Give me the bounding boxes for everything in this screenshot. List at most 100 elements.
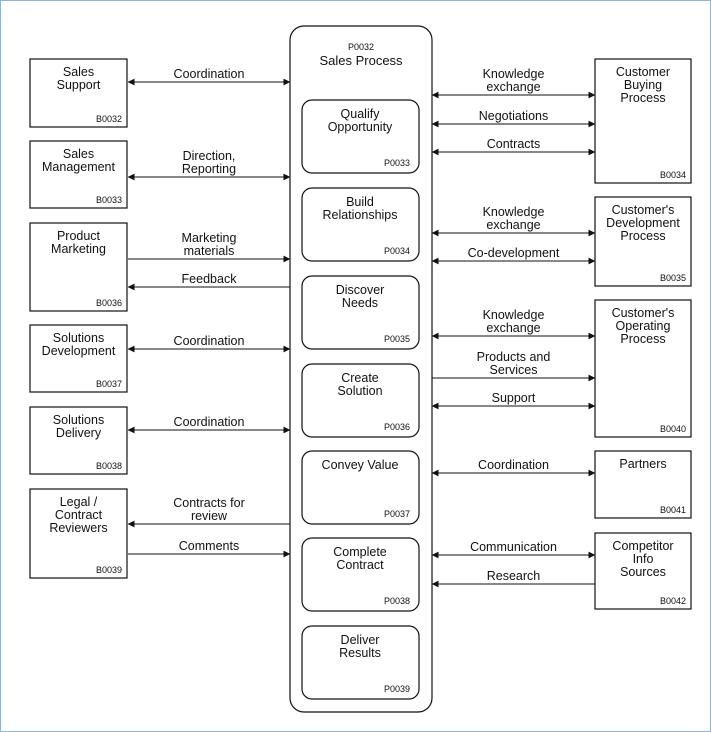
- right-flow-knowledge-exchange-label-line: exchange: [486, 321, 540, 335]
- right-entity-customer-s-operating-process-box: [594, 299, 692, 438]
- subprocess-discover-needs-label-line: Needs: [342, 296, 378, 310]
- left-entity-sales-support-label-line: Sales: [63, 65, 94, 79]
- right-entity-customer-buying-process-box: [594, 58, 692, 184]
- subprocess-deliver-results-code: P0039: [384, 684, 410, 694]
- subprocess-discover-needs-label-line: Discover: [336, 283, 385, 297]
- right-flow-negotiations: Negotiations: [431, 109, 596, 128]
- right-flow-research: Research: [431, 569, 595, 588]
- right-flow-knowledge-exchange-label-line: Knowledge: [483, 205, 545, 219]
- right-entity-customer-s-development-process-label-line: Process: [620, 229, 665, 243]
- right-flow-co-development: Co-development: [431, 246, 596, 265]
- left-flow-direction-reporting-label-line: Direction,: [183, 149, 236, 163]
- left-entity-sales-management-box: [29, 140, 128, 209]
- right-entity-competitor-info-sources-label-line: Competitor: [612, 539, 673, 553]
- left-entity-solutions-development-label-line: Development: [42, 344, 116, 358]
- subprocess-qualify-opportunity-label-line: Opportunity: [328, 120, 393, 134]
- flow-group: CoordinationDirection,ReportingMarketing…: [127, 67, 596, 588]
- right-entity-competitor-info-sources-label-line: Info: [633, 552, 654, 566]
- left-entity-sales-management-label-line: Sales: [63, 147, 94, 161]
- left-entity-sales-support-code: B0032: [96, 114, 122, 124]
- left-entity-product-marketing-label-line: Marketing: [51, 242, 106, 256]
- subprocess-discover-needs-code: P0035: [384, 334, 410, 344]
- subprocess-qualify-opportunity-label-line: Qualify: [341, 107, 381, 121]
- right-entity-competitor-info-sources-box: [594, 532, 692, 610]
- sales-process-code: P0032: [348, 42, 374, 52]
- subprocess-group: QualifyOpportunityP0033BuildRelationship…: [301, 99, 420, 700]
- right-flow-knowledge-exchange-label-line: exchange: [486, 218, 540, 232]
- left-entity-product-marketing-box: [29, 222, 128, 312]
- subprocess-create-solution-box: [301, 363, 420, 438]
- right-entity-partners-code: B0041: [660, 505, 686, 515]
- subprocess-create-solution-label-line: Solution: [337, 384, 382, 398]
- right-entity-competitor-info-sources-label-line: Sources: [620, 565, 666, 579]
- right-flow-products-and-services-label-line: Services: [490, 363, 538, 377]
- left-entity-product-marketing-code: B0036: [96, 298, 122, 308]
- right-flow-support-label-line: Support: [492, 391, 536, 405]
- left-entity-legal-contract-reviewers-label-line: Legal /: [60, 495, 98, 509]
- right-flow-communication: Communication: [431, 540, 596, 559]
- right-flow-knowledge-exchange-label-line: Knowledge: [483, 67, 545, 81]
- right-entity-customer-buying-process-label-line: Customer: [616, 65, 670, 79]
- left-flow-direction-reporting-label-line: Reporting: [182, 162, 236, 176]
- right-flow-contracts: Contracts: [431, 137, 596, 156]
- left-entity-solutions-delivery-box: [29, 406, 128, 475]
- subprocess-build-relationships-label-line: Build: [346, 195, 374, 209]
- left-flow-coordination-label-line: Coordination: [174, 67, 245, 81]
- right-entity-customer-s-development-process-box: [594, 196, 692, 287]
- left-flow-coordination-label-line: Coordination: [174, 415, 245, 429]
- right-flow-communication-label-line: Communication: [470, 540, 557, 554]
- right-entity-customer-s-operating-process-label-line: Customer's: [612, 306, 675, 320]
- left-entity-solutions-development-code: B0037: [96, 379, 122, 389]
- right-entity-customer-s-operating-process-code: B0040: [660, 424, 686, 434]
- left-flow-comments-label-line: Comments: [179, 539, 239, 553]
- left-entity-legal-contract-reviewers-label-line: Contract: [55, 508, 103, 522]
- left-flow-comments: Comments: [128, 539, 291, 558]
- right-entity-customer-buying-process-label-line: Buying: [624, 78, 662, 92]
- right-flow-knowledge-exchange-label-line: exchange: [486, 80, 540, 94]
- left-entity-sales-management-code: B0033: [96, 195, 122, 205]
- left-entity-legal-contract-reviewers-code: B0039: [96, 565, 122, 575]
- left-entity-solutions-delivery-label-line: Solutions: [53, 413, 104, 427]
- subprocess-build-relationships-label-line: Relationships: [322, 208, 397, 222]
- right-flow-products-and-services-label-line: Products and: [477, 350, 551, 364]
- right-entity-competitor-info-sources-code: B0042: [660, 596, 686, 606]
- right-flow-research-label-line: Research: [487, 569, 541, 583]
- left-flow-marketing-materials-label-line: Marketing: [182, 231, 237, 245]
- subprocess-complete-contract-box: [301, 537, 420, 612]
- left-entity-product-marketing-label-line: Product: [57, 229, 101, 243]
- left-flow-coordination-label-line: Coordination: [174, 334, 245, 348]
- left-entity-solutions-delivery-label-line: Delivery: [56, 426, 102, 440]
- entity-group: SalesSupportB0032SalesManagementB0033Pro…: [29, 58, 692, 610]
- left-flow-marketing-materials-label-line: materials: [184, 244, 235, 258]
- subprocess-qualify-opportunity-box: [301, 99, 420, 174]
- right-entity-customer-s-operating-process-label-line: Process: [620, 332, 665, 346]
- left-flow-coordination: Coordination: [127, 67, 291, 86]
- subprocess-complete-contract-code: P0038: [384, 596, 410, 606]
- subprocess-convey-value-label-line: Convey Value: [322, 458, 399, 472]
- right-entity-customer-s-development-process-label-line: Customer's: [612, 203, 675, 217]
- subprocess-create-solution-label-line: Create: [341, 371, 379, 385]
- subprocess-build-relationships-box: [301, 187, 420, 262]
- subprocess-deliver-results-box: [301, 625, 420, 700]
- subprocess-deliver-results-label-line: Deliver: [341, 633, 380, 647]
- right-entity-partners-box: [594, 450, 692, 519]
- right-entity-customer-s-operating-process-label-line: Operating: [616, 319, 671, 333]
- subprocess-complete-contract-label-line: Contract: [336, 558, 384, 572]
